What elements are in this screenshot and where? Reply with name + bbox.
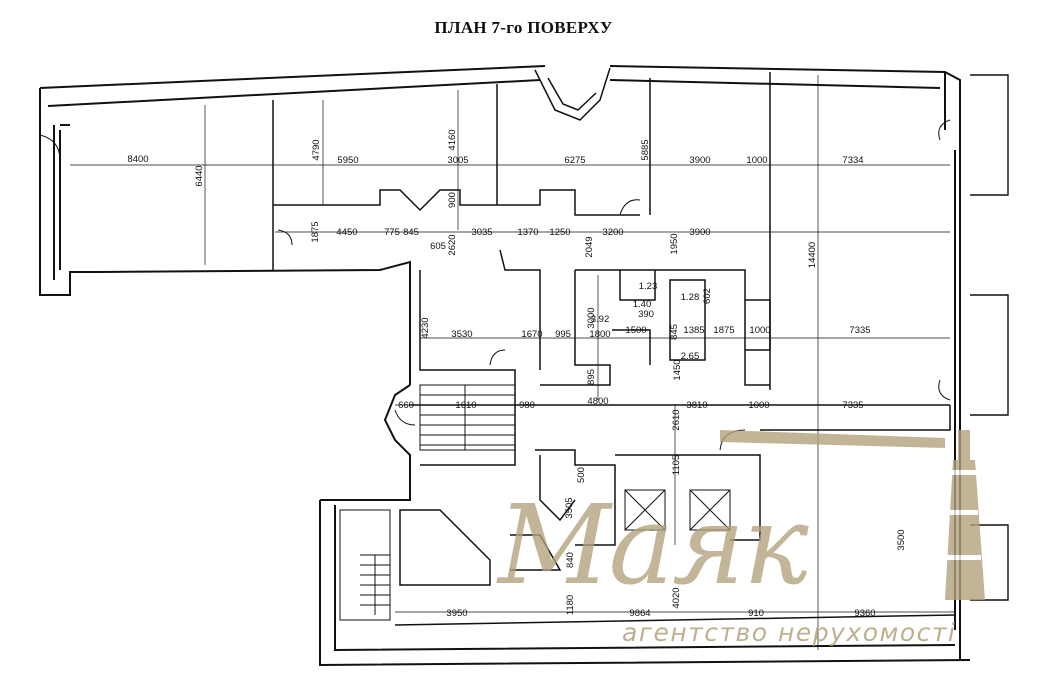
dimension-label: 602 [702, 288, 713, 304]
dimension-label: 6440 [194, 165, 205, 186]
dimension-label: 1.28 [681, 292, 700, 303]
dimension-label: 3530 [451, 329, 472, 340]
dimension-label: 895 [586, 369, 597, 385]
dimension-label: 9864 [629, 608, 650, 619]
dimension-label: 1180 [565, 595, 576, 615]
dimension-label: 2610 [671, 409, 682, 430]
dimension-label: 775 [384, 227, 400, 238]
dimension-label: 1.23 [639, 281, 658, 292]
dimension-label: 5885 [640, 139, 651, 160]
dimension-label: 7335 [842, 400, 863, 411]
door-swings [39, 119, 951, 451]
dimension-label: 3810 [686, 400, 707, 411]
dimension-label: 660 [398, 400, 414, 411]
dimension-label: 9360 [854, 608, 875, 619]
dimension-label: 4800 [587, 396, 608, 407]
dimension-label: 7334 [842, 155, 863, 166]
dimension-label: 1105 [671, 455, 682, 475]
dimension-label: 605 [430, 241, 446, 252]
dimension-label: 4790 [311, 139, 322, 160]
dimension-label: 1500 [625, 325, 646, 336]
dimension-label: 500 [576, 467, 587, 483]
dimension-label: 4230 [420, 317, 431, 338]
dimension-label: 910 [748, 608, 764, 619]
dimension-label: 1370 [517, 227, 538, 238]
dimension-label: 4450 [336, 227, 357, 238]
dimension-label: 3505 [564, 497, 575, 518]
dimension-label: 1385 [683, 325, 704, 336]
dimension-label: 995 [555, 329, 571, 340]
dimension-label: 980 [519, 400, 535, 411]
dimension-label: 3000 [586, 307, 597, 328]
dimension-label: 3200 [602, 227, 623, 238]
dimension-label: 1450 [672, 359, 683, 380]
dimension-label: 1610 [455, 400, 476, 411]
dimension-label: 7335 [849, 325, 870, 336]
dimension-label: 6275 [564, 155, 585, 166]
dimension-label: 1875 [310, 221, 321, 242]
interior-walls [272, 72, 956, 626]
dimension-label: 1950 [669, 233, 680, 254]
dimension-label: 1.40 [633, 299, 652, 310]
dimension-label: 3950 [446, 608, 467, 619]
dimension-label: 1000 [746, 155, 767, 166]
dimension-labels: 8400 6440 4790 5950 4160 3005 6275 5885 … [127, 129, 907, 619]
dimension-label: 1800 [589, 329, 610, 340]
dimension-label: 4160 [447, 129, 458, 150]
dimension-label: 1670 [521, 329, 542, 340]
dimension-label: 3005 [447, 155, 468, 166]
plan-title: ПЛАН 7-го ПОВЕРХУ [434, 18, 613, 37]
dimension-lines [70, 75, 955, 650]
dimension-label: 2620 [447, 234, 458, 255]
dimension-label: 1250 [549, 227, 570, 238]
dimension-label: 1000 [749, 325, 770, 336]
logo-tagline: агентство нерухомості [622, 618, 957, 647]
logo-wordmark: Маяк [498, 481, 809, 609]
dimension-label: 2049 [584, 236, 595, 257]
dimension-label: 1000 [748, 400, 769, 411]
dimension-label: 845 [669, 324, 680, 340]
dimension-label: 3.92 [591, 314, 610, 325]
lighthouse-logo-icon [720, 430, 985, 600]
corner-bay [534, 67, 611, 121]
dimension-label: 8400 [127, 154, 148, 165]
window-bays [970, 74, 1009, 601]
dimension-label: 1875 [713, 325, 734, 336]
dimension-label: 3900 [689, 227, 710, 238]
dimension-label: 5950 [337, 155, 358, 166]
dimension-label: 390 [638, 309, 654, 320]
dimension-label: 840 [565, 552, 576, 568]
dimension-label: 900 [447, 192, 458, 208]
dimension-label: 3500 [896, 529, 907, 550]
dimension-label: 845 [403, 227, 419, 238]
elevator-shafts [624, 489, 731, 531]
dimension-label: 2.65 [681, 351, 700, 362]
dimension-label: 3035 [471, 227, 492, 238]
dimension-label: 14400 [807, 242, 818, 268]
dimension-label: 3900 [689, 155, 710, 166]
dimension-label: 4020 [671, 587, 682, 608]
